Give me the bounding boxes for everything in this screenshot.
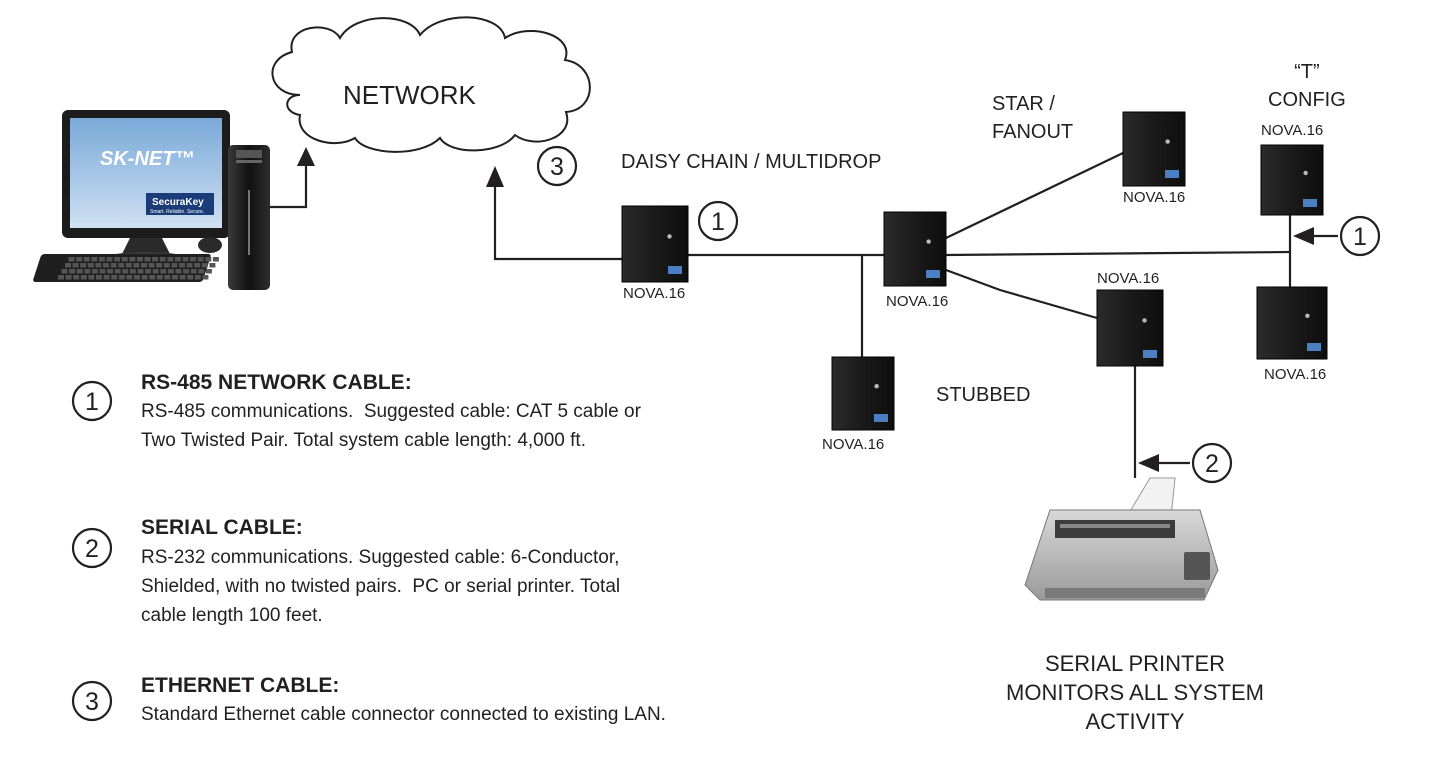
callout-3: 3	[550, 153, 564, 181]
star-line	[945, 152, 1124, 239]
lock-icon	[667, 234, 672, 239]
controller-badge	[1165, 170, 1179, 178]
callout-circle-3	[536, 145, 578, 187]
legend-circle-1	[71, 380, 113, 422]
controller-badge	[926, 270, 940, 278]
lock-icon	[1165, 139, 1170, 144]
legend-body-rs485: RS-485 communications. Suggested cable: …	[141, 401, 641, 451]
lock-icon	[1142, 318, 1147, 323]
callout-circle-1-t	[1339, 215, 1381, 257]
lock-icon	[1303, 170, 1308, 176]
mouse	[198, 237, 222, 253]
network-label: NETWORK	[343, 80, 476, 110]
t-trunk-line	[945, 250, 1291, 257]
ethernet-cable	[493, 185, 622, 261]
fanout-line	[945, 268, 1098, 320]
controller-badge	[874, 414, 888, 422]
legend-body-ethernet: Standard Ethernet cable connector connec…	[141, 704, 666, 725]
arrow-serial	[1138, 454, 1159, 472]
callout-2-serial: 2	[1205, 450, 1219, 478]
legend-title-ethernet: ETHERNET CABLE:	[141, 674, 340, 697]
stubbed-label: STUBBED	[936, 384, 1031, 406]
legend-number-1: 1	[85, 388, 99, 416]
callout-circle-2-serial	[1191, 442, 1233, 484]
brand-logo: SecuraKey	[152, 197, 204, 208]
controller-badge	[1307, 343, 1321, 351]
lock-icon	[926, 239, 931, 244]
legend-title-serial: SERIAL CABLE:	[141, 516, 303, 539]
legend-title-rs485: RS-485 NETWORK CABLE:	[141, 371, 412, 394]
network-cloud	[271, 16, 591, 153]
controller-label-fanout: NOVA.16	[1097, 270, 1160, 287]
daisy-chain-label: DAISY CHAIN / MULTIDROP	[621, 151, 882, 173]
legend-number-2: 2	[85, 535, 99, 563]
controller-badge	[668, 266, 682, 274]
legend-circle-2	[71, 527, 113, 569]
lock-icon	[1305, 313, 1310, 318]
callout-1-t: 1	[1353, 223, 1367, 251]
legend-body-serial: RS-232 communications. Suggested cable: …	[141, 547, 621, 626]
controllers	[621, 111, 1328, 431]
lock-icon	[874, 384, 879, 389]
cables	[270, 152, 1292, 478]
printer-caption: SERIAL PRINTER MONITORS ALL SYSTEM ACTIV…	[1006, 651, 1264, 734]
pc-to-network-cable	[270, 160, 308, 209]
controller-badge	[1143, 350, 1157, 358]
controller-label-star: NOVA.16	[1123, 189, 1186, 206]
t-config-label: “T” CONFIG	[1268, 61, 1346, 111]
controller-label-stub: NOVA.16	[822, 436, 885, 453]
callout-circle-1-trunk	[697, 200, 739, 242]
brand-tagline: Smart. Reliable. Secure.	[150, 209, 204, 215]
arrow-ethernet	[486, 166, 504, 187]
serial-printer	[1024, 477, 1219, 601]
controller-badge	[1303, 199, 1317, 207]
controller-label-t-bottom: NOVA.16	[1264, 366, 1327, 383]
arrow-pc	[297, 147, 315, 166]
arrow-t	[1293, 227, 1314, 245]
controller-label-daisy: NOVA.16	[623, 285, 686, 302]
controller-label-t-top: NOVA.16	[1261, 122, 1324, 139]
star-fanout-label: STAR / FANOUT	[992, 93, 1074, 143]
legend-circle-3	[71, 680, 113, 722]
screen-title: SK-NET™	[100, 148, 194, 170]
legend-number-3: 3	[85, 688, 99, 716]
callout-1-trunk: 1	[711, 208, 725, 236]
controller-label-hub: NOVA.16	[886, 293, 949, 310]
